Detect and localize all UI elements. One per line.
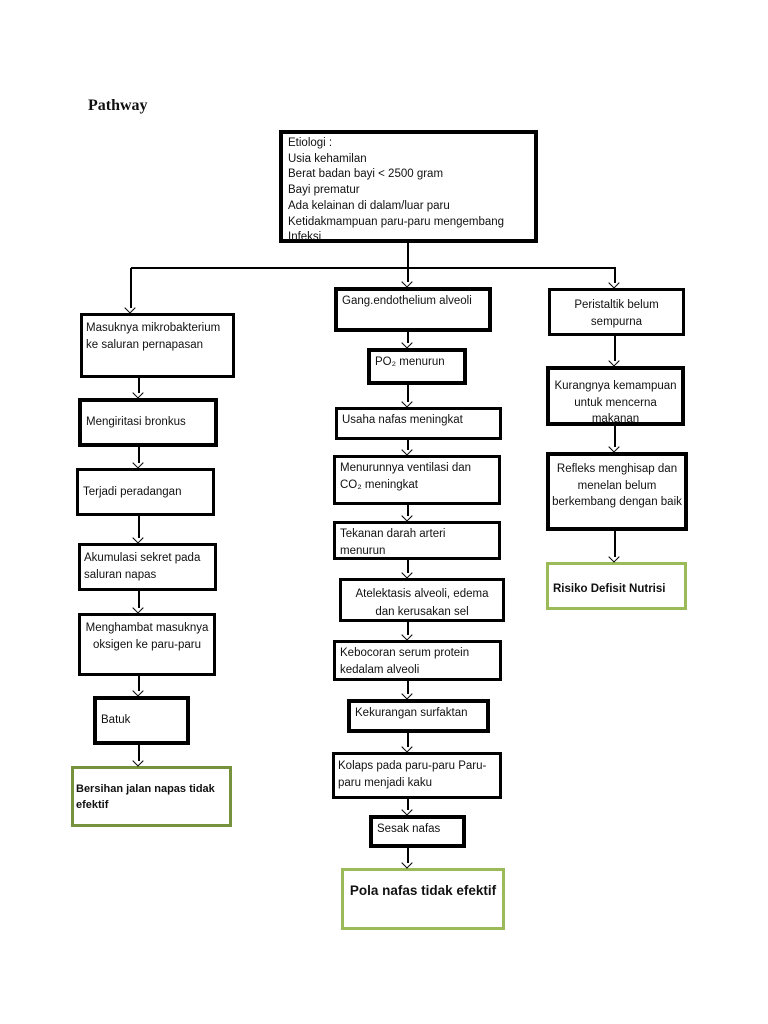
arrow-shaft	[138, 591, 140, 608]
flow-arrow-down	[401, 505, 413, 522]
node-sesak-nafas: Sesak nafas	[369, 815, 466, 848]
node-refleks-menghisap: Refleks menghisap dan menelan belum berk…	[546, 452, 688, 531]
arrow-head-icon	[401, 741, 413, 753]
node-atelektasis: Atelektasis alveoli, edema dan kerusakan…	[339, 578, 505, 622]
arrow-head-icon	[608, 441, 620, 453]
node-usaha-nafas: Usaha nafas meningkat	[335, 407, 502, 440]
etiologi-line: Usia kehamilan	[288, 152, 367, 165]
flow-arrow-down	[132, 447, 144, 469]
arrow-shaft	[614, 426, 616, 447]
arrow-head-icon	[132, 457, 144, 469]
arrow-shaft	[407, 848, 409, 863]
flow-arrow-down	[132, 591, 144, 614]
arrow-shaft	[407, 268, 409, 282]
arrow-head-icon	[608, 551, 620, 563]
node-peristaltik: Peristaltik belum sempurna	[548, 288, 685, 336]
arrow-shaft	[138, 676, 140, 691]
arrow-head-icon	[608, 355, 620, 367]
arrow-head-icon	[608, 277, 620, 289]
flow-arrow-down	[608, 336, 620, 367]
arrow-shaft	[138, 745, 140, 761]
node-gang-endothelium: Gang.endothelium alveoli	[334, 287, 492, 332]
diagnosis-bersihan-jalan-napas: Bersihan jalan napas tidak efektif	[71, 766, 232, 827]
node-etiologi: Etiologi : Usia kehamilan Berat badan ba…	[279, 130, 538, 243]
arrow-head-icon	[401, 510, 413, 522]
node-masuknya-mikrobakterium: Masuknya mikrobakterium ke saluran perna…	[80, 313, 235, 378]
arrow-shaft	[407, 385, 409, 402]
arrow-head-icon	[132, 602, 144, 614]
flow-arrow-down	[608, 268, 620, 289]
etiologi-line: Bayi prematur	[288, 184, 360, 197]
arrow-shaft	[407, 560, 409, 573]
flow-arrow-down	[401, 681, 413, 700]
flow-arrow-down	[132, 745, 144, 767]
flow-arrow-down	[132, 676, 144, 697]
arrow-head-icon	[401, 444, 413, 456]
arrow-shaft	[407, 681, 409, 694]
flow-arrow-down	[124, 268, 136, 314]
arrow-shaft	[614, 268, 616, 283]
etiologi-line: Ada kelainan di dalam/luar paru	[288, 199, 450, 212]
arrow-head-icon	[401, 857, 413, 869]
arrow-head-icon	[124, 302, 136, 314]
node-kekurangan-surfaktan: Kekurangan surfaktan	[347, 699, 490, 733]
arrow-shaft	[130, 268, 132, 308]
etiologi-line: Infeksi	[288, 231, 322, 244]
arrow-shaft	[138, 378, 140, 393]
flow-arrow-down	[401, 268, 413, 288]
node-akumulasi-sekret: Akumulasi sekret pada saluran napas	[78, 543, 217, 591]
arrow-head-icon	[401, 567, 413, 579]
node-kurangnya-kemampuan: Kurangnya kemampuan untuk mencerna makan…	[546, 366, 685, 426]
arrow-head-icon	[401, 629, 413, 641]
flow-arrow-down	[401, 733, 413, 753]
arrow-head-icon	[132, 685, 144, 697]
arrow-head-icon	[132, 755, 144, 767]
flow-arrow-down	[608, 426, 620, 453]
connector-stem-line	[407, 243, 409, 268]
flow-arrow-down	[132, 378, 144, 399]
arrow-head-icon	[132, 532, 144, 544]
node-menghambat-oksigen: Menghambat masuknya oksigen ke paru-paru	[78, 613, 216, 676]
flow-arrow-down	[401, 560, 413, 579]
node-menurunnya-ventilasi: Menurunnya ventilasi dan CO₂ meningkat	[333, 455, 501, 505]
arrow-shaft	[614, 336, 616, 361]
arrow-head-icon	[401, 276, 413, 288]
arrow-head-icon	[132, 387, 144, 399]
arrow-shaft	[614, 531, 616, 557]
arrow-shaft	[407, 733, 409, 747]
arrow-shaft	[407, 332, 409, 343]
flow-arrow-down	[401, 440, 413, 456]
flow-arrow-down	[401, 848, 413, 869]
flow-arrow-down	[401, 332, 413, 349]
etiologi-line: Ketidakmampuan paru-paru mengembang	[288, 215, 505, 228]
arrow-head-icon	[401, 688, 413, 700]
arrow-head-icon	[401, 804, 413, 816]
page-title: Pathway	[88, 97, 148, 114]
connector-branch-line	[131, 267, 616, 269]
diagnosis-risiko-defisit-nutrisi: Risiko Defisit Nutrisi	[546, 562, 687, 610]
etiologi-line: Etiologi :	[288, 137, 333, 149]
arrow-head-icon	[401, 337, 413, 349]
node-batuk: Batuk	[93, 696, 190, 745]
node-tekanan-darah: Tekanan darah arteri menurun	[333, 521, 501, 560]
etiologi-line: Berat badan bayi < 2500 gram	[288, 168, 444, 181]
arrow-shaft	[407, 505, 409, 516]
node-kebocoran-serum: Kebocoran serum protein kedalam alveoli	[333, 640, 502, 681]
node-terjadi-peradangan: Terjadi peradangan	[76, 468, 215, 516]
flow-arrow-down	[401, 622, 413, 641]
node-kolaps-paru: Kolaps pada paru-paru Paru-paru menjadi …	[332, 752, 502, 799]
diagnosis-pola-nafas: Pola nafas tidak efektif	[341, 868, 505, 930]
arrow-head-icon	[401, 396, 413, 408]
node-po2-menurun: PO₂ menurun	[367, 348, 467, 385]
arrow-shaft	[138, 447, 140, 463]
arrow-shaft	[407, 799, 409, 810]
flow-arrow-down	[608, 531, 620, 563]
flow-arrow-down	[401, 385, 413, 408]
node-mengiritasi-bronkus: Mengiritasi bronkus	[78, 398, 218, 447]
arrow-shaft	[407, 622, 409, 635]
flow-arrow-down	[401, 799, 413, 816]
arrow-shaft	[407, 440, 409, 450]
flow-arrow-down	[132, 516, 144, 544]
arrow-shaft	[138, 516, 140, 538]
